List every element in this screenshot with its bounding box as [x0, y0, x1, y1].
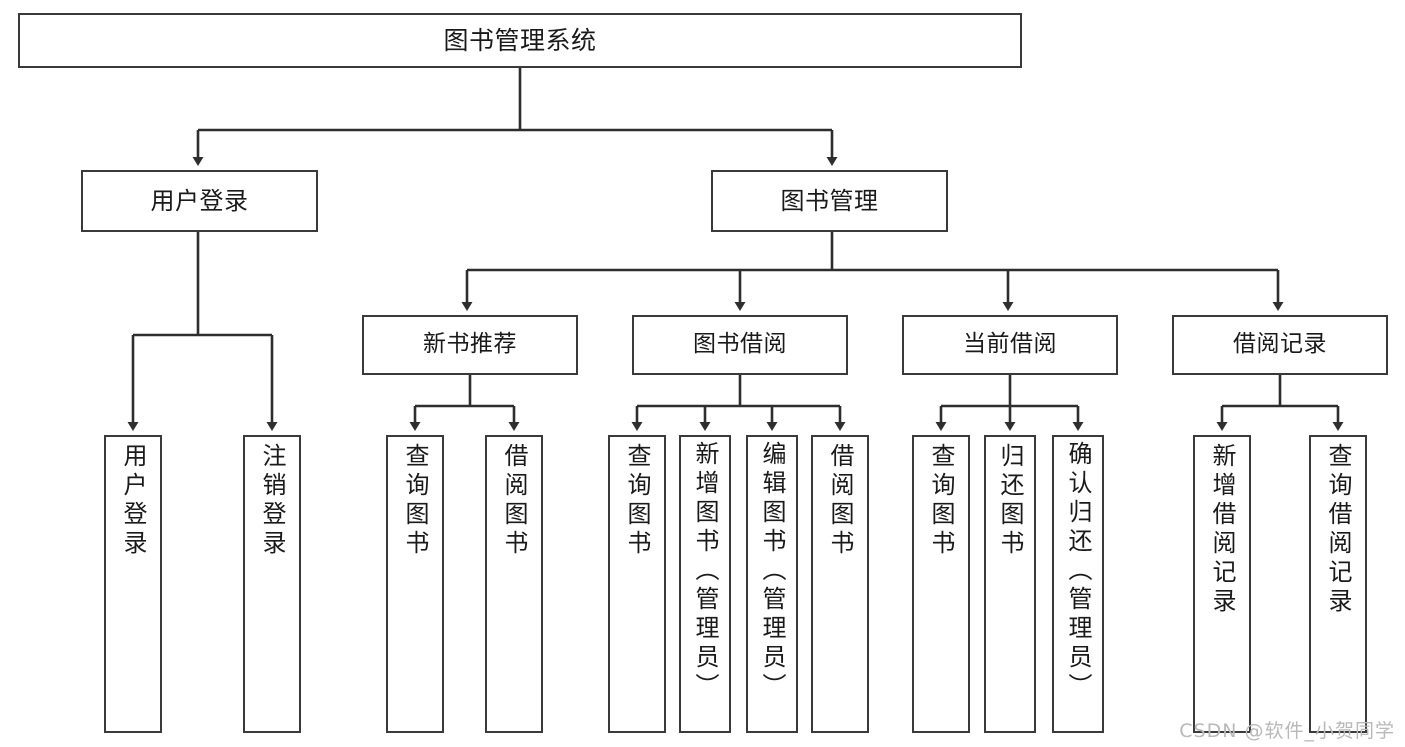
- node-label: 查询图书: [927, 443, 955, 559]
- leaf-borrow-edit-book-admin[interactable]: 编辑图书（管理员）: [746, 435, 798, 733]
- node-book-borrow[interactable]: 图书借阅: [632, 315, 848, 375]
- leaf-user-login-logout[interactable]: 注销登录: [243, 435, 301, 733]
- node-label: 图书管理系统: [443, 25, 597, 55]
- node-label: 新增图书（管理员）: [691, 441, 719, 702]
- leaf-borrow-add-book-admin[interactable]: 新增图书（管理员）: [679, 435, 731, 733]
- node-label: 归还图书: [996, 443, 1024, 559]
- leaf-current-return-book[interactable]: 归还图书: [984, 435, 1036, 733]
- watermark-text: CSDN @软件_小贺同学: [1179, 720, 1395, 742]
- node-label: 图书借阅: [693, 331, 787, 358]
- node-borrow-record[interactable]: 借阅记录: [1172, 315, 1388, 375]
- node-label: 新书推荐: [423, 331, 517, 358]
- leaf-current-query-book[interactable]: 查询图书: [912, 435, 970, 733]
- node-label: 查询图书: [401, 443, 429, 559]
- leaf-record-query-record[interactable]: 查询借阅记录: [1309, 435, 1367, 733]
- leaf-recommend-borrow-book[interactable]: 借阅图书: [485, 435, 543, 733]
- node-label: 借阅图书: [500, 443, 528, 559]
- node-root-system[interactable]: 图书管理系统: [18, 13, 1022, 68]
- node-book-management[interactable]: 图书管理: [711, 170, 948, 232]
- leaf-borrow-query-book[interactable]: 查询图书: [608, 435, 666, 733]
- node-new-book-recommend[interactable]: 新书推荐: [362, 315, 578, 375]
- leaf-current-confirm-return-admin[interactable]: 确认归还（管理员）: [1052, 435, 1104, 733]
- node-label: 新增借阅记录: [1208, 443, 1236, 617]
- node-user-login[interactable]: 用户登录: [81, 170, 318, 232]
- node-label: 查询借阅记录: [1324, 443, 1352, 617]
- leaf-borrow-borrow-book[interactable]: 借阅图书: [811, 435, 869, 733]
- node-label: 用户登录: [119, 443, 147, 559]
- node-label: 借阅记录: [1233, 331, 1327, 358]
- node-label: 编辑图书（管理员）: [758, 441, 786, 702]
- leaf-recommend-query-book[interactable]: 查询图书: [386, 435, 444, 733]
- node-label: 用户登录: [150, 186, 249, 215]
- leaf-record-add-record[interactable]: 新增借阅记录: [1193, 435, 1251, 733]
- node-label: 注销登录: [258, 443, 286, 559]
- node-label: 确认归还（管理员）: [1064, 441, 1092, 702]
- node-label: 图书管理: [780, 186, 879, 215]
- node-label: 查询图书: [623, 443, 651, 559]
- leaf-user-login-login[interactable]: 用户登录: [104, 435, 162, 733]
- node-label: 借阅图书: [826, 443, 854, 559]
- node-current-borrow[interactable]: 当前借阅: [902, 315, 1118, 375]
- node-label: 当前借阅: [963, 331, 1057, 358]
